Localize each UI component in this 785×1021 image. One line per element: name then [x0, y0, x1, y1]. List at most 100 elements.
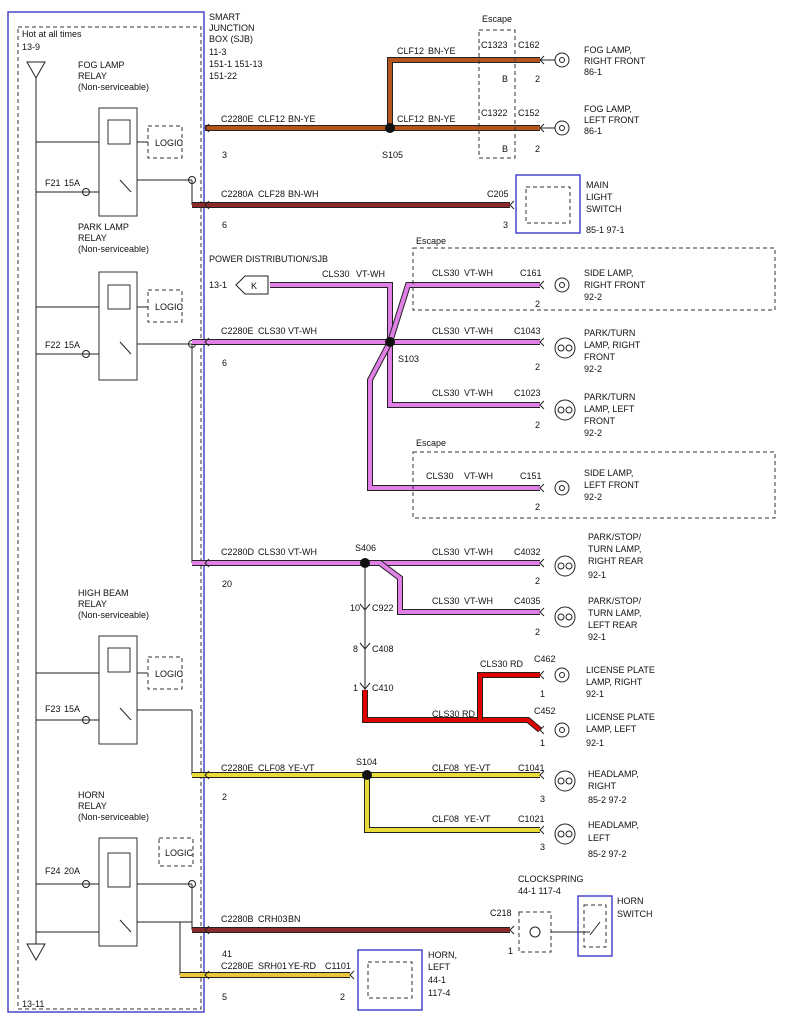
relay-park: PARK LAMP RELAY (Non-serviceable) F22 15… [36, 222, 192, 381]
svg-text:PARK/TURN: PARK/TURN [584, 328, 635, 338]
sjb-panel [7, 11, 205, 1013]
svg-text:CLS30: CLS30 [432, 709, 460, 719]
svg-text:2: 2 [222, 792, 227, 802]
svg-text:C2280E: C2280E [221, 326, 254, 336]
svg-text:LAMP, LEFT: LAMP, LEFT [584, 404, 635, 414]
svg-text:RIGHT FRONT: RIGHT FRONT [584, 56, 646, 66]
svg-text:2: 2 [535, 576, 540, 586]
svg-text:C152: C152 [518, 108, 540, 118]
svg-text:VT-WH: VT-WH [464, 547, 493, 557]
svg-text:HORN: HORN [78, 790, 105, 800]
svg-text:RELAY: RELAY [78, 71, 107, 81]
svg-text:85-1 97-1: 85-1 97-1 [586, 225, 625, 235]
svg-text:44-1: 44-1 [428, 975, 446, 985]
svg-text:RIGHT REAR: RIGHT REAR [588, 556, 644, 566]
svg-text:SWITCH: SWITCH [617, 909, 653, 919]
inline-connectors: 10 C922 8 C408 1 C410 [350, 568, 394, 693]
sjb-inner-dash [17, 26, 202, 1010]
fuse-f22-name: F22 [45, 340, 61, 350]
svg-text:SRH01: SRH01 [258, 961, 287, 971]
svg-text:FRONT: FRONT [584, 416, 615, 426]
escape-box-side-lf [412, 451, 776, 519]
sjb-internal-lines [179, 176, 196, 975]
svg-text:C2280D: C2280D [221, 547, 255, 557]
svg-text:(Non-serviceable): (Non-serviceable) [78, 82, 149, 92]
svg-text:(Non-serviceable): (Non-serviceable) [78, 610, 149, 620]
svg-text:86-1: 86-1 [584, 67, 602, 77]
svg-text:92-1: 92-1 [586, 738, 604, 748]
svg-text:CRH03: CRH03 [258, 914, 288, 924]
svg-text:LIGHT: LIGHT [586, 192, 613, 202]
svg-text:K: K [251, 281, 257, 291]
relay-high-beam: HIGH BEAM RELAY (Non-serviceable) F23 15… [36, 588, 192, 745]
fuse-f21-name: F21 [45, 178, 61, 188]
fuse-ref-bottom: 13-11 [22, 999, 44, 1009]
svg-text:VT-WH: VT-WH [464, 326, 493, 336]
svg-text:FOG LAMP,: FOG LAMP, [584, 45, 632, 55]
relay-horn: HORN RELAY (Non-serviceable) F24 20A [36, 790, 194, 947]
park-turn-lamp-right-front: CLS30 VT-WH C1043 2 PARK/TURN LAMP, RIGH… [432, 326, 641, 374]
svg-text:2: 2 [340, 992, 345, 1002]
logic-label-1: LOGIC [155, 138, 184, 148]
fuse-f24-amps: 20A [64, 866, 80, 876]
fuse-ref-top: 13-9 [22, 42, 40, 52]
svg-text:CLS30: CLS30 [258, 547, 286, 557]
svg-text:YE-VT: YE-VT [288, 763, 315, 773]
svg-text:2: 2 [535, 299, 540, 309]
svg-text:HORN,: HORN, [428, 950, 457, 960]
svg-text:C462: C462 [534, 654, 556, 664]
svg-text:C2280E: C2280E [221, 961, 254, 971]
svg-text:13-1: 13-1 [209, 280, 227, 290]
svg-text:10: 10 [350, 603, 360, 613]
svg-text:CLS30: CLS30 [432, 268, 460, 278]
svg-text:LEFT: LEFT [588, 833, 611, 843]
splice-s406-label: S406 [355, 543, 376, 553]
splice-s406 [360, 558, 370, 568]
fog-lamp-right-front: FOG LAMP, RIGHT FRONT 86-1 [540, 45, 646, 77]
svg-text:C410: C410 [372, 683, 394, 693]
svg-text:44-1 117-4: 44-1 117-4 [518, 886, 561, 896]
svg-text:C205: C205 [487, 189, 509, 199]
power-distribution: POWER DISTRIBUTION/SJB 13-1 K [209, 254, 328, 295]
svg-text:C1021: C1021 [518, 814, 545, 824]
svg-text:C408: C408 [372, 644, 394, 654]
svg-text:85-2 97-2: 85-2 97-2 [588, 795, 627, 805]
escape-label-2: Escape [416, 236, 446, 246]
svg-text:C2280A: C2280A [221, 189, 254, 199]
svg-text:151-1 151-13: 151-1 151-13 [209, 59, 263, 69]
svg-text:VT-WH: VT-WH [464, 268, 493, 278]
svg-text:SWITCH: SWITCH [586, 204, 622, 214]
park-stop-turn-lamp-left-rear: CLS30 VT-WH C4035 2 PARK/STOP/ TURN LAMP… [432, 596, 642, 642]
svg-text:CLS30: CLS30 [432, 547, 460, 557]
svg-text:SIDE LAMP,: SIDE LAMP, [584, 268, 633, 278]
headlamp-right: CLF08 YE-VT C1041 3 HEADLAMP, RIGHT 85-2… [432, 763, 639, 805]
svg-text:LAMP, RIGHT: LAMP, RIGHT [586, 677, 643, 687]
svg-text:CLF12: CLF12 [397, 46, 424, 56]
headlamp-left: CLF08 YE-VT C1021 3 HEADLAMP, LEFT 85-2 … [432, 814, 639, 859]
svg-text:BN-YE: BN-YE [428, 114, 456, 124]
svg-text:C4032: C4032 [514, 547, 541, 557]
escape-label-3: Escape [416, 438, 446, 448]
svg-text:LEFT REAR: LEFT REAR [588, 620, 638, 630]
svg-text:92-2: 92-2 [584, 292, 602, 302]
svg-text:Escape: Escape [482, 14, 512, 24]
svg-text:1: 1 [508, 946, 513, 956]
side-lamp-right-front: CLS30 VT-WH C161 2 SIDE LAMP, RIGHT FRON… [432, 268, 646, 309]
svg-text:B: B [502, 74, 508, 84]
svg-text:PARK/TURN: PARK/TURN [584, 392, 635, 402]
svg-text:6: 6 [222, 220, 227, 230]
svg-text:BN-YE: BN-YE [428, 46, 456, 56]
svg-text:PARK/STOP/: PARK/STOP/ [588, 532, 642, 542]
svg-text:POWER DISTRIBUTION/SJB: POWER DISTRIBUTION/SJB [209, 254, 328, 264]
svg-text:92-2: 92-2 [584, 364, 602, 374]
svg-text:CLF08: CLF08 [258, 763, 285, 773]
svg-text:B: B [502, 144, 508, 154]
svg-text:FOG LAMP,: FOG LAMP, [584, 104, 632, 114]
svg-text:3: 3 [540, 842, 545, 852]
park-stop-turn-lamp-right-rear: CLS30 VT-WH C4032 2 PARK/STOP/ TURN LAMP… [432, 532, 644, 586]
svg-text:BN-YE: BN-YE [288, 114, 316, 124]
svg-text:FOG LAMP: FOG LAMP [78, 60, 125, 70]
svg-text:RELAY: RELAY [78, 233, 107, 243]
horn-switch: HORN SWITCH [577, 895, 653, 957]
svg-text:C452: C452 [534, 706, 556, 716]
